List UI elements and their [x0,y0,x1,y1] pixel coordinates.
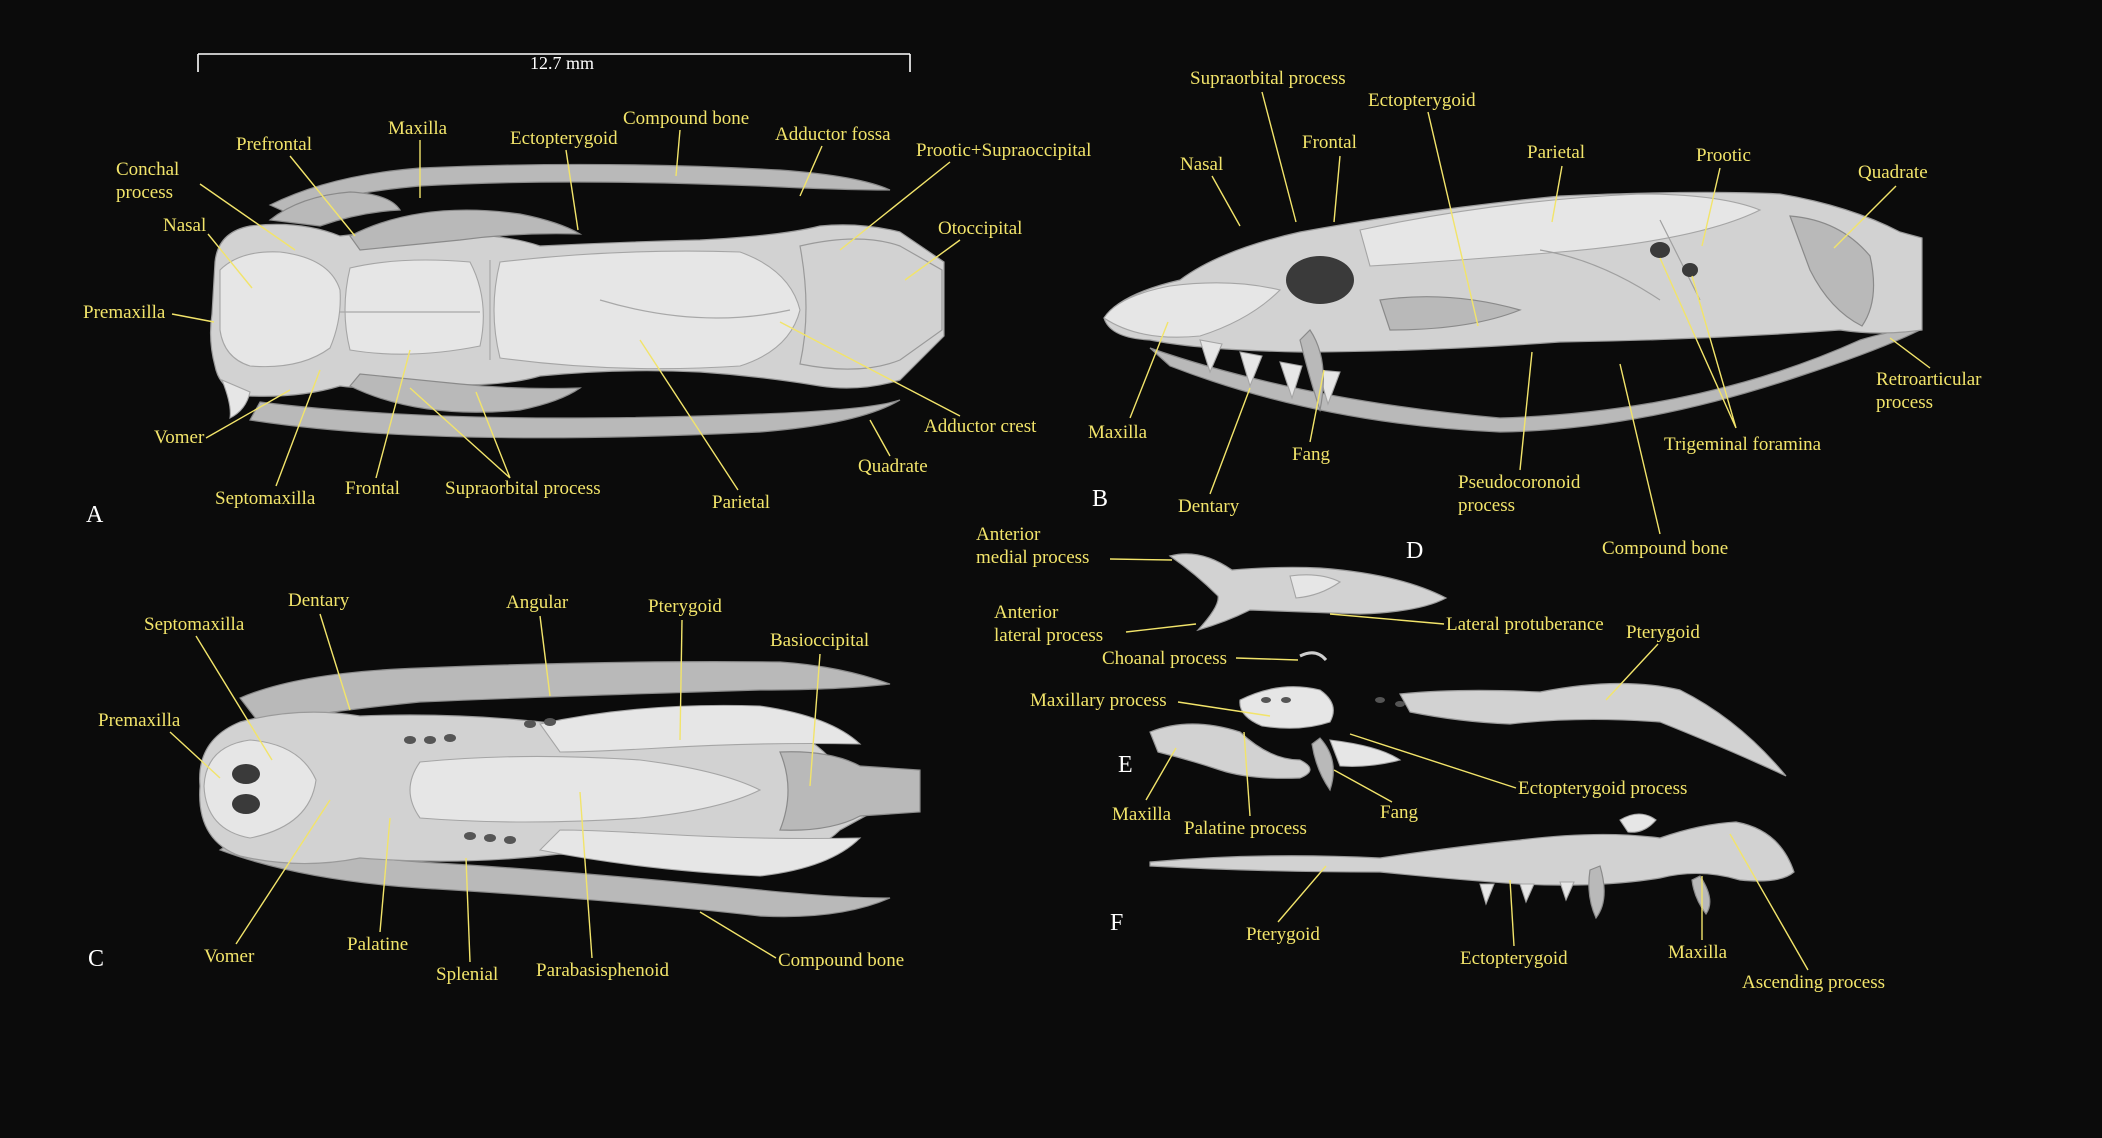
scale-bar-label: 12.7 mm [530,53,594,73]
label-pterygoid-f: Pterygoid [1246,924,1320,945]
ectopterygoid-element-d [1168,553,1448,632]
label-maxillary-process: Maxillary process [1030,690,1167,711]
label-dentary-b: Dentary [1178,496,1240,517]
panel-letter-a: A [86,502,104,528]
label-parietal-b: Parietal [1527,142,1585,163]
label-prootic: Prootic [1696,145,1751,166]
label-choanal-process: Choanal process [1102,648,1227,669]
label-septomaxilla-c: Septomaxilla [144,614,245,635]
label-ectopterygoid-f: Ectopterygoid [1460,948,1568,969]
panel-letter-b: B [1092,486,1108,512]
panel-e-labels: E Choanal process Pterygoid Maxillary pr… [1030,622,1700,839]
skull-ventral-view [199,661,921,918]
label-quadrate-a: Quadrate [858,456,928,477]
label-frontal-a: Frontal [345,478,400,499]
label-pseudocoronoid-process-2: process [1458,495,1515,516]
panel-d-labels: D Anterior medial process Anterior later… [976,524,1604,646]
label-retroarticular-process: Retroarticular [1876,369,1982,390]
label-vomer-c: Vomer [204,946,255,967]
label-compound-bone-c: Compound bone [778,950,904,971]
label-adductor-crest: Adductor crest [924,416,1037,437]
label-ascending-process: Ascending process [1742,972,1885,993]
label-maxilla-e: Maxilla [1112,804,1172,825]
label-parietal-a: Parietal [712,492,770,513]
label-premaxilla-c: Premaxilla [98,710,181,731]
label-septomaxilla-a: Septomaxilla [215,488,316,509]
panel-a-labels: A Conchal process Nasal Premaxilla Prefr… [83,108,1091,528]
label-prefrontal: Prefrontal [236,134,312,155]
label-nasal-b: Nasal [1180,154,1223,175]
label-supraorbital-process-b: Supraorbital process [1190,68,1346,89]
pterygoid-ectopterygoid-maxilla-f [1149,813,1795,920]
label-premaxilla-a: Premaxilla [83,302,166,323]
label-nasal-a: Nasal [163,215,206,236]
label-parabasisphenoid: Parabasisphenoid [536,960,669,981]
label-dentary-c: Dentary [288,590,350,611]
panel-letter-d: D [1406,538,1423,564]
label-adductor-fossa: Adductor fossa [775,124,891,145]
label-conchal-process-2: process [116,182,173,203]
label-palatine-process: Palatine process [1184,818,1307,839]
label-anterior-lateral-process-2: lateral process [994,625,1103,646]
label-pterygoid-e: Pterygoid [1626,622,1700,643]
label-frontal-b: Frontal [1302,132,1357,153]
label-pseudocoronoid-process: Pseudocoronoid [1458,472,1581,493]
label-anterior-medial-process: Anterior [976,524,1041,545]
label-prootic-supraoccipital: Prootic+Supraoccipital [916,140,1091,161]
panel-letter-f: F [1110,910,1123,936]
label-lateral-protuberance: Lateral protuberance [1446,614,1604,635]
label-trigeminal-foramina: Trigeminal foramina [1664,434,1822,455]
label-maxilla-b: Maxilla [1088,422,1148,443]
label-compound-bone-a: Compound bone [623,108,749,129]
label-palatine-c: Palatine [347,934,408,955]
label-pterygoid-c: Pterygoid [648,596,722,617]
label-basioccipital: Basioccipital [770,630,869,651]
label-anterior-medial-process-2: medial process [976,547,1089,568]
label-retroarticular-process-2: process [1876,392,1933,413]
label-quadrate-b: Quadrate [1858,162,1928,183]
palatomaxillary-arch-e [1149,651,1787,792]
label-vomer-a: Vomer [154,427,205,448]
label-ectopterygoid-process: Ectopterygoid process [1518,778,1687,799]
label-ectopterygoid-a: Ectopterygoid [510,128,618,149]
label-otoccipital: Otoccipital [938,218,1022,239]
label-fang-b: Fang [1292,444,1331,465]
label-conchal-process: Conchal [116,159,179,180]
label-maxilla-f: Maxilla [1668,942,1728,963]
label-compound-bone-b: Compound bone [1602,538,1728,559]
panel-letter-e: E [1118,752,1133,778]
scale-bar: 12.7 mm [197,53,911,73]
label-anterior-lateral-process: Anterior [994,602,1059,623]
panel-f-labels: F Pterygoid Ectopterygoid Maxilla Ascend… [1110,833,1885,993]
label-supraorbital-process-a: Supraorbital process [445,478,601,499]
panel-b-labels: B Supraorbital process Ectopterygoid Nas… [1088,68,1982,559]
label-fang-e: Fang [1380,802,1419,823]
skull-dorsal-view [209,163,945,439]
skull-lateral-view [1103,191,1923,433]
label-ectopterygoid-b: Ectopterygoid [1368,90,1476,111]
label-maxilla-a: Maxilla [388,118,448,139]
label-angular: Angular [506,592,569,613]
label-splenial: Splenial [436,964,498,985]
panel-c-labels: C Septomaxilla Dentary Angular Pterygoid… [88,590,904,985]
panel-letter-c: C [88,946,104,972]
